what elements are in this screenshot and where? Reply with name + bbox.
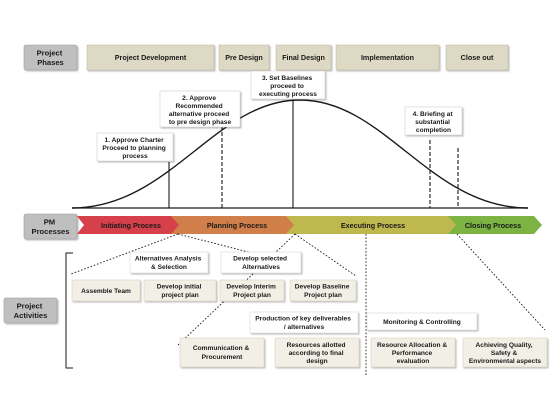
milestone-4-callout: 4. Briefing at substantial completion <box>404 106 463 136</box>
milestone-2-callout: 2. Approve Recommended alternative proce… <box>159 90 241 128</box>
activities-bracket <box>65 252 73 369</box>
dotted-connectors <box>70 233 546 376</box>
svg-text:Implementation: Implementation <box>361 53 414 62</box>
svg-text:1. Approve Charter Proce: 1. Approve Charter Proceed to planning p… <box>102 137 167 160</box>
svg-text:Project Activities: Project Activities <box>14 302 48 321</box>
phase-final-design: Final Design <box>275 44 332 71</box>
svg-text:4. Briefing at substanti: 4. Briefing at substantial completion <box>413 111 455 134</box>
activity-monitoring-controlling: Monitoring & Controlling <box>366 312 478 331</box>
activity-resources-allotted: Resources allotted according to final de… <box>274 337 360 368</box>
svg-text:Resource Allocation & Pe: Resource Allocation & Performance evalua… <box>377 342 449 365</box>
svg-text:Final Design: Final Design <box>282 53 325 62</box>
phase-implementation: Implementation <box>335 44 440 71</box>
svg-text:Project Phases: Project Phases <box>37 49 65 68</box>
pm-processes-row-header: PM Processes <box>23 213 78 240</box>
svg-text:Production of key deliverables: Production of key deliverables / alterna… <box>255 316 352 332</box>
initiating-process-label: Initiating Process <box>101 221 161 230</box>
process-arrows: Initiating Process Planning Process Exec… <box>77 216 542 234</box>
activities-row-header: Project Activities <box>3 297 58 324</box>
closing-process-arrow <box>448 216 542 234</box>
svg-text:2. Approve Recommended: 2. Approve Recommended alternative proce… <box>169 95 232 126</box>
phase-close-out: Close out <box>445 44 509 71</box>
lifecycle-curve <box>71 99 529 209</box>
activity-communication-procurement: Communication & Procurement <box>179 337 265 368</box>
svg-text:Assemble Team: Assemble Team <box>81 288 131 295</box>
closing-process-label: Closing Process <box>465 221 521 230</box>
phase-project-development: Project Development <box>86 44 215 71</box>
svg-text:Alternatives Analysis &: Alternatives Analysis & Selection <box>135 256 203 272</box>
planning-process-arrow <box>171 216 295 234</box>
svg-text:Close out: Close out <box>461 53 494 62</box>
svg-text:Communication & Procurem: Communication & Procurement <box>193 345 251 361</box>
activity-production-deliverables: Production of key deliverables / alterna… <box>249 311 359 334</box>
activity-achieving-quality: Achieving Quality, Safety & Environmenta… <box>462 337 548 368</box>
activity-alternatives-analysis: Alternatives Analysis & Selection <box>129 251 209 274</box>
milestone-1-callout: 1. Approve Charter Proceed to planning p… <box>96 132 174 162</box>
svg-text:Develop initial project: Develop initial project plan <box>157 284 204 300</box>
activity-assemble-team: Assemble Team <box>71 279 141 302</box>
svg-text:Achieving Quality, Safet: Achieving Quality, Safety & Environmenta… <box>469 342 542 365</box>
activity-develop-interim-plan: Develop Interim Project plan <box>219 279 285 302</box>
svg-text:Project Development: Project Development <box>115 53 187 62</box>
svg-text:Resources allotted accor: Resources allotted according to final de… <box>287 342 348 365</box>
svg-text:PM Processes: PM Processes <box>32 218 70 237</box>
executing-process-arrow <box>286 216 457 234</box>
activity-develop-selected: Develop selected Alternatives <box>220 251 302 274</box>
svg-text:Develop Interim Project: Develop Interim Project plan <box>226 284 277 300</box>
planning-process-label: Planning Process <box>207 221 267 230</box>
executing-process-label: Executing Process <box>341 221 405 230</box>
svg-text:Develop selected Alterna: Develop selected Alternatives <box>233 256 289 272</box>
milestone-3-callout: 3. Set Baselines proceed to executing pr… <box>250 70 326 100</box>
svg-text:Pre Design: Pre Design <box>225 53 263 62</box>
phases-row-header: Project Phases <box>23 44 78 71</box>
activity-develop-initial-plan: Develop initial project plan <box>143 279 217 302</box>
svg-text:3. Set Baselines proceed: 3. Set Baselines proceed to executing pr… <box>259 75 317 98</box>
svg-text:Monitoring & Controlling: Monitoring & Controlling <box>383 319 461 326</box>
activity-develop-baseline-plan: Develop Baseline Project plan <box>289 279 357 302</box>
initiating-process-arrow <box>77 216 180 234</box>
svg-text:Develop Baseline Project: Develop Baseline Project plan <box>295 284 351 300</box>
phase-pre-design: Pre Design <box>218 44 270 71</box>
activity-resource-allocation: Resource Allocation & Performance evalua… <box>370 337 456 368</box>
